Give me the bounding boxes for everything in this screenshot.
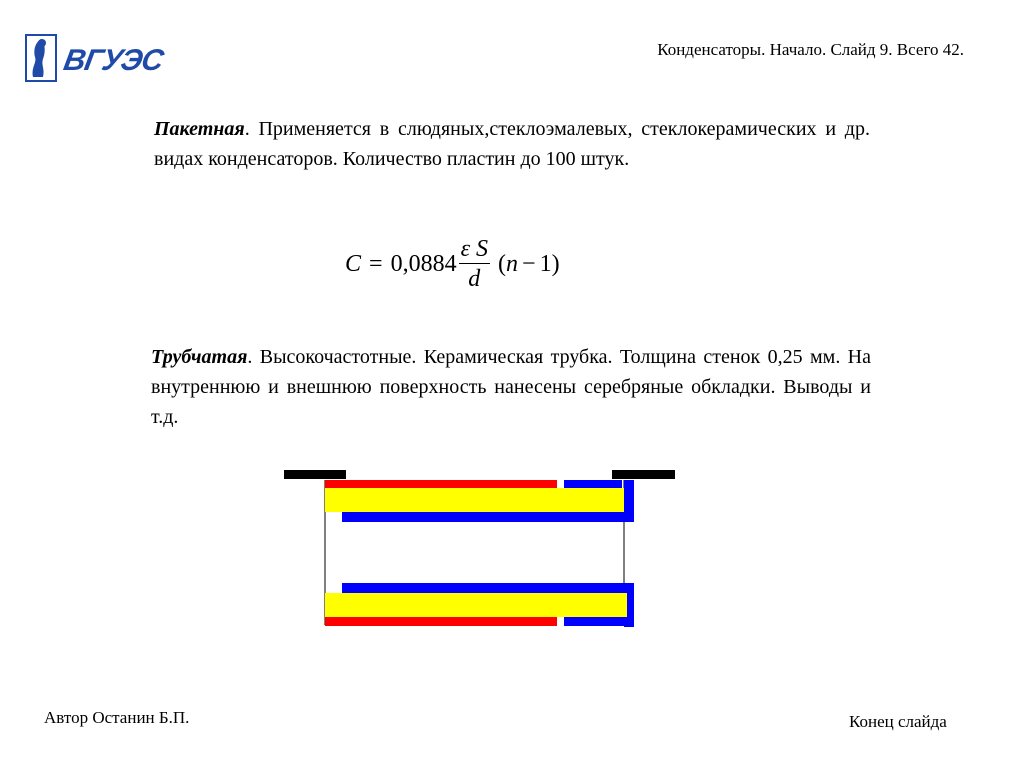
paragraph-tubular: Трубчатая. Высокочастотные. Керамическая… bbox=[151, 342, 871, 432]
ceramic-wall-bottom bbox=[325, 593, 627, 617]
formula-minus: − bbox=[522, 250, 536, 277]
slide-header: Конденсаторы. Начало. Слайд 9. Всего 42. bbox=[657, 40, 964, 59]
term-stacked: Пакетная bbox=[154, 118, 245, 140]
inner-plate-right-bar-bottom bbox=[624, 583, 634, 627]
formula-coefficient: 0,0884 bbox=[390, 250, 457, 277]
inner-plate-bottom-lead bbox=[564, 617, 634, 626]
end-slide-link[interactable]: Конец слайда bbox=[849, 712, 947, 731]
lead-left bbox=[284, 470, 346, 479]
inner-plate-top-lead bbox=[564, 480, 622, 488]
paragraph-stacked: Пакетная. Применяется в слюдяных,стеклоэ… bbox=[154, 114, 870, 174]
formula-fraction: ε S d bbox=[458, 235, 491, 294]
outer-plate-bottom bbox=[325, 617, 557, 626]
inner-plate-top bbox=[342, 512, 634, 522]
formula-lhs: C bbox=[345, 250, 362, 277]
paragraph-tubular-text: . Высокочастотные. Керамическая трубка. … bbox=[151, 346, 871, 428]
formula-denominator: d bbox=[468, 265, 481, 292]
outer-plate-top bbox=[325, 480, 557, 488]
formula-n: n bbox=[506, 250, 519, 277]
formula-equals: = bbox=[369, 250, 383, 277]
logo bbox=[24, 33, 144, 83]
formula-numerator: ε S bbox=[458, 235, 491, 264]
term-tubular: Трубчатая bbox=[151, 346, 248, 368]
inner-plate-bottom bbox=[342, 583, 634, 593]
formula-open-paren: ( bbox=[498, 250, 507, 277]
capacitance-formula: C = 0,0884 ε S d ( n − 1 ) bbox=[345, 228, 560, 300]
lead-right bbox=[612, 470, 675, 479]
author-label: Автор Останин Б.П. bbox=[44, 708, 190, 727]
logo-text: ВГУЭС bbox=[61, 44, 166, 77]
tubular-capacitor-diagram bbox=[284, 470, 675, 627]
formula-close-paren: ) bbox=[551, 250, 560, 277]
ceramic-wall-top bbox=[325, 488, 627, 512]
logo-emblem-icon bbox=[25, 34, 57, 82]
inner-plate-right-bar-top bbox=[624, 480, 634, 522]
formula-one: 1 bbox=[539, 250, 552, 277]
paragraph-stacked-text: . Применяется в слюдяных,стеклоэмалевых,… bbox=[154, 118, 870, 170]
